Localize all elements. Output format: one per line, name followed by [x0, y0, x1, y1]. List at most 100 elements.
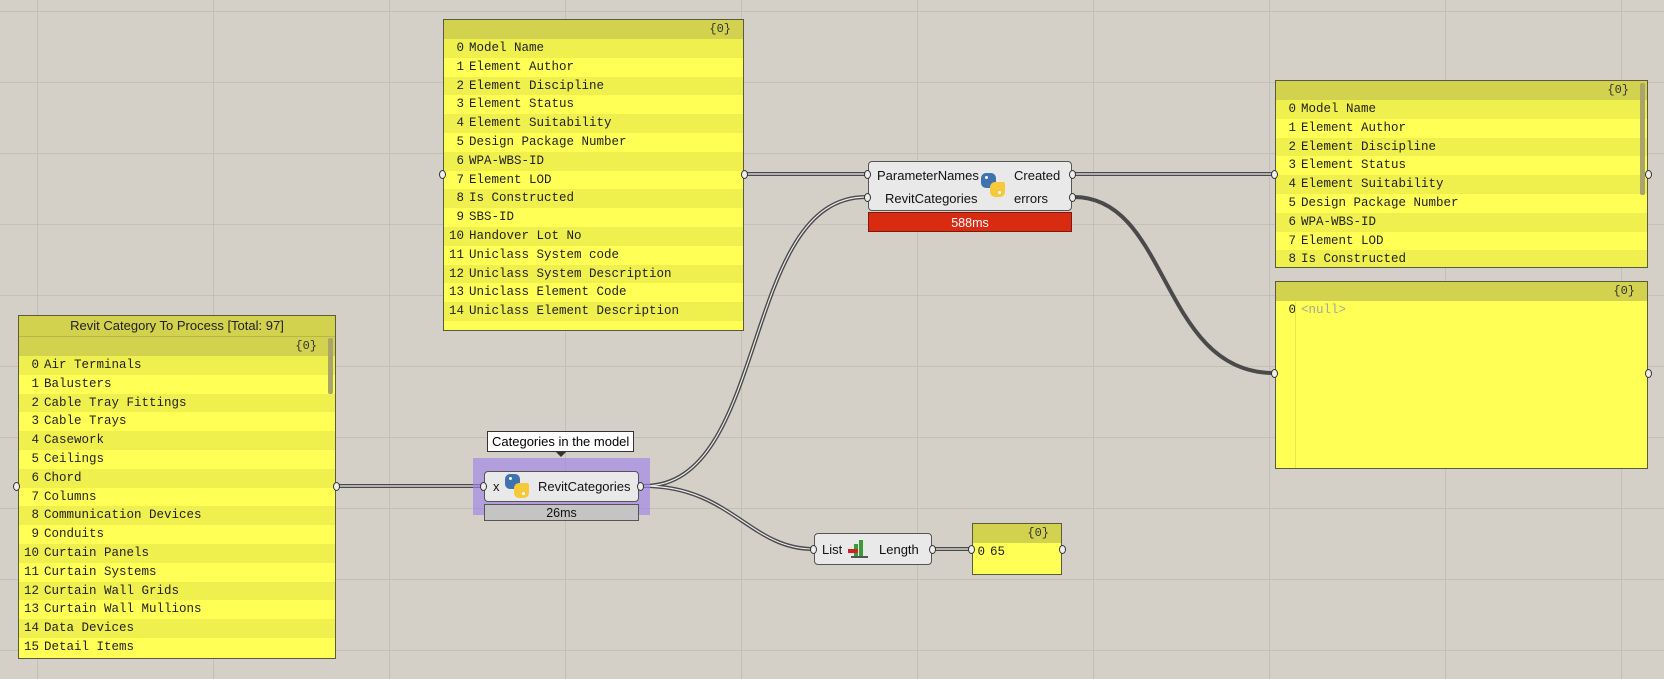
list-length-component[interactable]: List Length [814, 533, 932, 565]
python-icon [504, 473, 530, 499]
item-index: 8 [456, 191, 464, 206]
output-grip-created[interactable] [1069, 170, 1076, 179]
group-tooltip: Categories in the model [487, 431, 635, 457]
item-value: Conduits [44, 527, 105, 542]
item-value: Element Discipline [1301, 139, 1437, 154]
item-index: 10 [23, 545, 39, 560]
python-script-component[interactable]: ParameterNames RevitCategories Created e… [868, 161, 1072, 211]
item-index: 15 [23, 639, 39, 654]
item-index: 7 [31, 489, 39, 504]
panel-output-grip[interactable] [1645, 170, 1652, 179]
output-label-errors: errors [1014, 191, 1048, 206]
list-item: 3 Element Status [1276, 156, 1647, 175]
item-value: Model Name [1301, 102, 1377, 116]
panel-output-grip[interactable] [741, 170, 748, 179]
input-grip-parameter-names[interactable] [864, 170, 871, 179]
item-value: Element Status [1301, 158, 1407, 173]
errors-output-panel[interactable]: {0} 0 <null> [1275, 281, 1648, 469]
python-icon [980, 172, 1006, 198]
panel-input-grip[interactable] [439, 170, 446, 179]
item-value: Cable Trays [44, 414, 127, 429]
revit-categories-component[interactable]: x RevitCategories [484, 471, 639, 502]
list-item: 11 Curtain Systems [19, 563, 335, 582]
item-value: Is Constructed [1301, 252, 1407, 267]
item-value: Uniclass System code [469, 247, 620, 262]
panel-path: {0} [1276, 81, 1647, 100]
item-index: 13 [23, 602, 39, 617]
item-value: Curtain Systems [44, 564, 157, 579]
output-grip-revit-categories[interactable] [637, 482, 644, 491]
item-index: 7 [456, 172, 464, 187]
item-index: 1 [31, 376, 39, 391]
input-grip-x[interactable] [480, 482, 487, 491]
panel-output-grip[interactable] [333, 482, 340, 491]
output-grip-length[interactable] [929, 545, 936, 554]
panel-output-grip[interactable] [1059, 545, 1066, 554]
item-index: 0 [977, 545, 985, 559]
item-value: Uniclass Element Description [469, 304, 680, 319]
panel-title: Revit Category To Process [Total: 97] [19, 316, 335, 337]
list-item: 2 Element Discipline [1276, 137, 1647, 157]
item-index: 9 [456, 210, 464, 225]
panel-scrollbar[interactable] [328, 338, 333, 394]
index-divider [1295, 302, 1296, 468]
item-value: Design Package Number [469, 134, 627, 149]
list-length-icon [848, 538, 870, 560]
item-index: 0 [1288, 303, 1296, 317]
input-grip-list[interactable] [810, 545, 817, 554]
item-index: 8 [1288, 252, 1296, 267]
item-index: 11 [23, 564, 39, 579]
panel-output-grip[interactable] [1645, 369, 1652, 378]
item-index: 13 [448, 285, 464, 300]
item-value: Design Package Number [1301, 195, 1459, 210]
item-index: 2 [456, 78, 464, 93]
panel-rows: 0 <null> [1276, 301, 1647, 461]
item-index: 0 [1288, 102, 1296, 116]
item-index: 3 [1288, 158, 1296, 173]
item-value: Data Devices [44, 621, 135, 636]
execution-timer: 588ms [868, 212, 1072, 232]
panel-scrollbar[interactable] [1640, 83, 1645, 195]
item-index: 2 [1288, 139, 1296, 154]
item-value: Model Name [469, 41, 545, 55]
output-grip-errors[interactable] [1069, 193, 1076, 202]
panel-path: {0} [1276, 282, 1647, 301]
panel-input-grip[interactable] [1271, 369, 1278, 378]
item-value: Uniclass Element Code [469, 285, 627, 300]
item-value: Element Suitability [1301, 177, 1444, 192]
item-value: Element Author [469, 59, 575, 74]
panel-input-grip[interactable] [13, 482, 20, 491]
item-index: 1 [1288, 120, 1296, 135]
list-item: 0 <null> [1276, 301, 1647, 320]
item-value: Handover Lot No [469, 228, 582, 243]
item-index: 5 [31, 451, 39, 466]
item-value: <null> [1301, 303, 1347, 317]
item-index: 8 [31, 508, 39, 523]
input-label-x: x [493, 479, 500, 494]
panel-input-grip[interactable] [968, 545, 975, 554]
revit-category-panel[interactable]: Revit Category To Process [Total: 97] {0… [18, 315, 336, 659]
input-grip-revit-categories[interactable] [864, 193, 871, 202]
item-value: Element Discipline [469, 78, 605, 93]
panel-input-grip[interactable] [1271, 170, 1278, 179]
